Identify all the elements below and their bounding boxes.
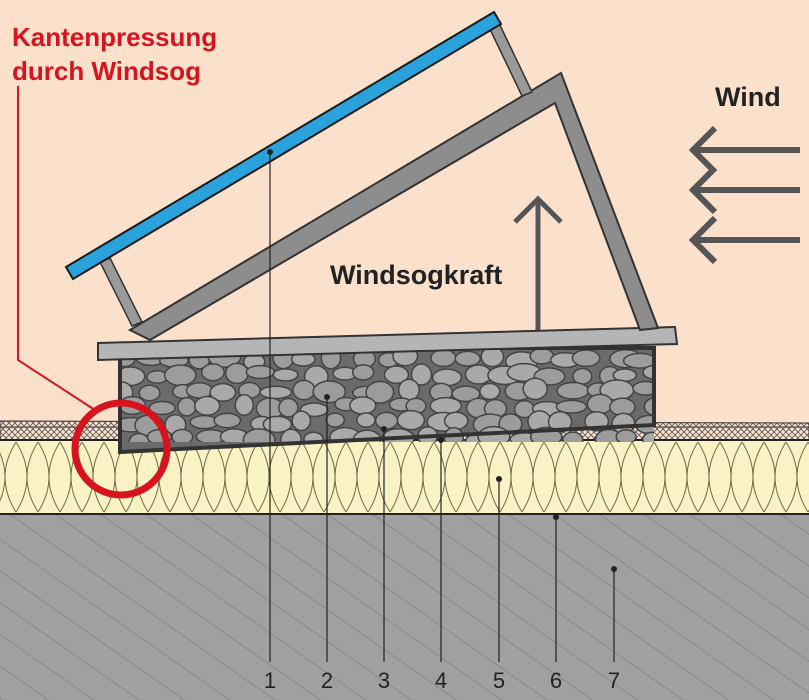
wind-arrows	[688, 125, 800, 265]
wind-arrow-icon	[688, 165, 800, 215]
suction-arrow-icon	[513, 195, 563, 330]
callout-number: 3	[378, 668, 390, 693]
edge-pressure-highlight	[17, 86, 171, 499]
solar-panel	[64, 10, 503, 281]
callout-number: 1	[264, 668, 276, 693]
callout-numbers: 1 2 3 4 5 6 7	[264, 668, 620, 693]
callout-number: 7	[608, 668, 620, 693]
ballast-tub	[97, 325, 679, 455]
callout-number: 4	[435, 668, 447, 693]
callout-number: 6	[550, 668, 562, 693]
edge-pressure-subtitle: durch Windsog	[12, 56, 201, 86]
wind-label: Wind	[715, 82, 781, 112]
callout-number: 5	[493, 668, 505, 693]
edge-pressure-title: Kantenpressung	[12, 22, 217, 52]
leader-dots	[267, 149, 617, 572]
wind-arrow-icon	[688, 125, 800, 175]
leader-lines	[269, 152, 615, 662]
callout-number: 2	[321, 668, 333, 693]
suction-force-label: Windsogkraft	[330, 260, 502, 290]
wind-arrow-icon	[688, 215, 800, 265]
concrete-slab	[0, 515, 809, 700]
